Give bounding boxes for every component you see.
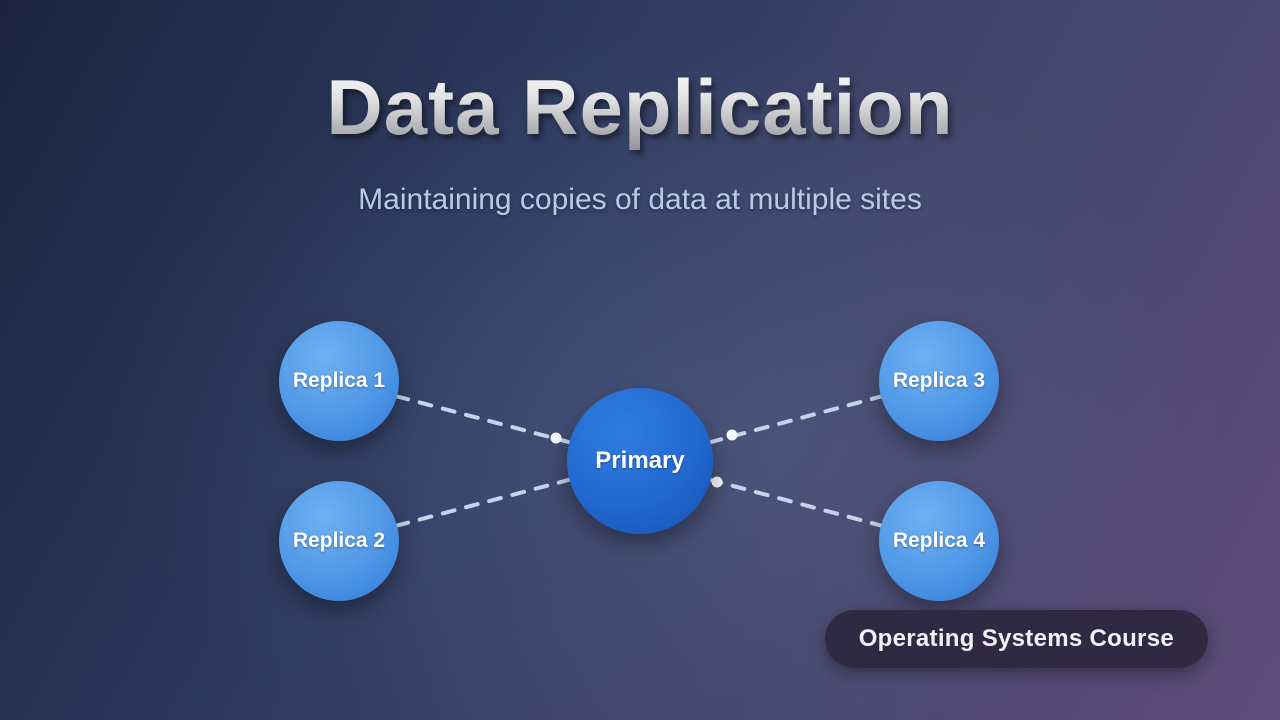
node-replica-4: Replica 4 xyxy=(879,481,999,601)
node-replica-1: Replica 1 xyxy=(279,321,399,441)
connection-dot-left xyxy=(550,432,562,444)
node-primary-label: Primary xyxy=(595,447,685,474)
node-replica-3-label: Replica 3 xyxy=(892,369,986,392)
connection-dot-right-bottom xyxy=(711,476,723,488)
connection-dot-right-top xyxy=(726,429,738,441)
page-title: Data Replication xyxy=(0,62,1280,153)
page-subtitle: Maintaining copies of data at multiple s… xyxy=(358,183,922,216)
node-replica-2: Replica 2 xyxy=(279,481,399,601)
course-badge: Operating Systems Course xyxy=(824,610,1208,668)
node-replica-1-label: Replica 1 xyxy=(292,369,386,392)
node-primary: Primary xyxy=(567,388,713,534)
node-replica-4-label: Replica 4 xyxy=(892,529,986,552)
course-badge-label: Operating Systems Course xyxy=(858,625,1174,652)
node-replica-3: Replica 3 xyxy=(879,321,999,441)
node-replica-2-label: Replica 2 xyxy=(292,529,386,552)
